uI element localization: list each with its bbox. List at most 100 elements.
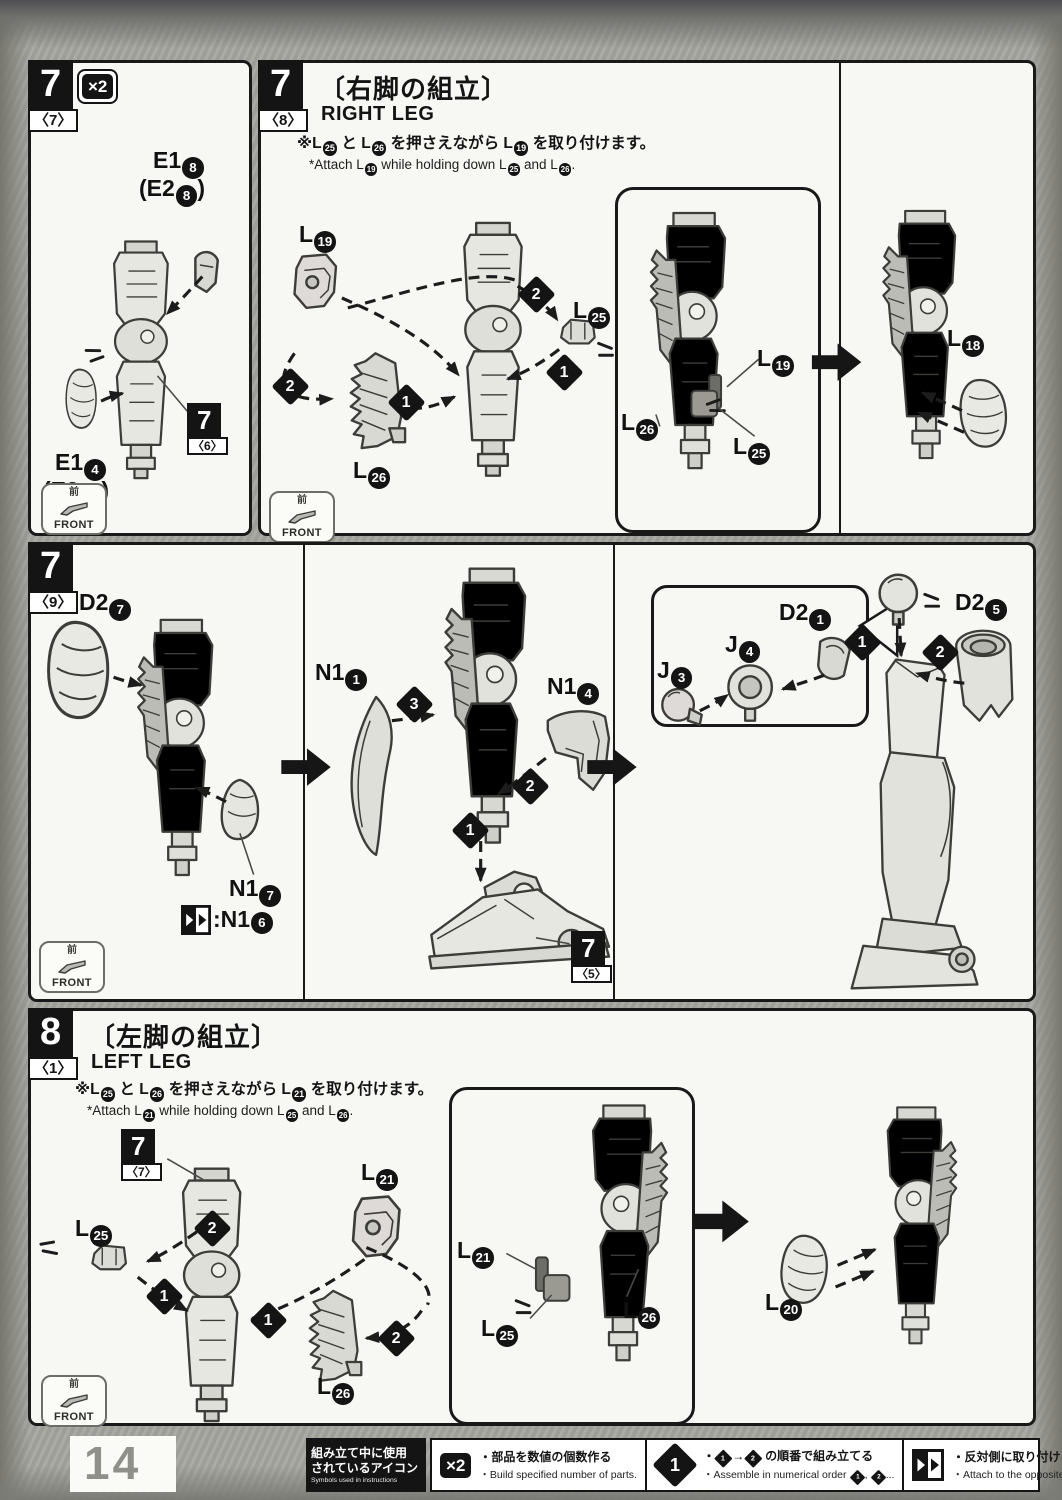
leg-part-illustration xyxy=(113,240,169,480)
part-number-circle: 21 xyxy=(472,1247,494,1269)
next-step-arrow xyxy=(587,748,637,786)
part-number-circle: 26 xyxy=(558,163,572,176)
ref-badge-7-7: 7 〈7〉 xyxy=(121,1129,162,1181)
part-number-circle: 26 xyxy=(336,1109,350,1122)
step-order-marker: 2 xyxy=(744,1449,762,1468)
part-number-circle: 8 xyxy=(182,157,204,179)
step-order-marker: 1 xyxy=(145,1277,184,1316)
section-title-jp: 〔右脚の組立〕 xyxy=(319,74,509,104)
part-number-circle: 26 xyxy=(149,1087,165,1102)
part-number-circle: 5 xyxy=(985,599,1008,621)
leg-part-illustration xyxy=(137,618,214,877)
step-order-marker: 1 xyxy=(249,1301,288,1340)
front-arrow-icon xyxy=(60,502,88,516)
result-leg-illustration xyxy=(850,658,979,990)
step-order-marker: 2 xyxy=(193,1209,232,1248)
ball-joint-illustration xyxy=(878,573,919,626)
part-number-circle: 8 xyxy=(175,185,198,207)
part-number-circle: 25 xyxy=(748,443,770,465)
mirror-icon xyxy=(912,1449,945,1481)
part-number-circle: 25 xyxy=(90,1225,112,1247)
part-number-circle: 25 xyxy=(507,163,521,176)
part-n14-illustration xyxy=(546,710,611,791)
cap-part-illustration xyxy=(194,250,219,294)
x2-icon: ×2 xyxy=(440,1452,472,1478)
part-number-circle: 4 xyxy=(738,641,761,663)
part-number-circle: 3 xyxy=(670,667,693,689)
part-number-circle: 7 xyxy=(259,885,282,907)
part-number-circle: 26 xyxy=(638,1307,660,1329)
step-order-marker: 2 xyxy=(511,767,550,806)
step-badge-7-8: 7 〈8〉 xyxy=(258,60,309,132)
part-number-circle: 6 xyxy=(251,912,273,934)
part-l26-illustration xyxy=(308,1289,363,1382)
step-badge-7-9: 7 〈9〉 xyxy=(28,542,79,614)
step-order-marker: 2 xyxy=(271,367,310,406)
part-number-circle: 19 xyxy=(314,231,336,253)
legend-item-order: 1 ・1→2 の順番で組み立てる ・Assemble in numerical … xyxy=(647,1440,905,1490)
part-number-circle: 25 xyxy=(496,1325,518,1347)
step-order-marker: 2 xyxy=(377,1319,416,1358)
part-number-circle: 21 xyxy=(142,1109,156,1122)
shield-part-illustration xyxy=(65,368,98,429)
part-number-circle: 25 xyxy=(100,1087,116,1102)
part-number-circle: 25 xyxy=(588,307,610,329)
leg-part-illustration xyxy=(444,567,527,844)
part-number-circle: 4 xyxy=(577,683,600,705)
part-number-circle: 21 xyxy=(291,1087,307,1102)
section-divider xyxy=(613,545,615,999)
section-divider xyxy=(839,63,841,533)
part-l25-illustration xyxy=(91,1244,127,1271)
part-l19-illustration xyxy=(293,253,338,310)
step-order-marker: 1 xyxy=(714,1449,733,1468)
mirror-icon xyxy=(181,905,211,935)
part-number-circle: 25 xyxy=(322,141,338,156)
legend-item-mirror: ・反対側に取り付けるパーツ ・Attach to the opposite si… xyxy=(904,1440,1062,1490)
part-number-circle: 1 xyxy=(809,609,832,631)
panel-step-7-7: 7 〈7〉 ×2 E18 (E28) E14 (E24) 7 〈6〉 前 FRO… xyxy=(28,60,252,536)
leg-part-illustration xyxy=(463,221,523,477)
step-order-marker: 1 xyxy=(451,811,490,850)
front-direction-icon: 前 FRONT xyxy=(269,491,335,543)
part-n11-illustration xyxy=(350,695,393,857)
front-direction-icon: 前 FRONT xyxy=(39,941,105,993)
step-order-marker: 1 xyxy=(849,1470,865,1486)
part-l21-illustration xyxy=(351,1195,401,1258)
front-direction-icon: 前 FRONT xyxy=(41,483,107,535)
section-title-en: LEFT LEG xyxy=(91,1051,192,1073)
part-number-circle: 19 xyxy=(513,141,529,156)
legend-title-box: 組み立て中に使用 されているアイコン Symbols used in instr… xyxy=(306,1438,426,1492)
legend-bar: ×2 ・部品を数値の個数作る ・Build specified number o… xyxy=(430,1438,1062,1492)
step-number: 7 xyxy=(28,60,74,111)
leg-part-illustration xyxy=(181,1167,242,1423)
step-order-marker: 1 xyxy=(387,383,426,422)
part-number-circle: 20 xyxy=(780,1299,802,1321)
part-l18-illustration xyxy=(956,376,1011,451)
step-order-marker: 2 xyxy=(870,1470,886,1486)
next-step-arrow xyxy=(281,748,331,786)
part-number-circle: 19 xyxy=(364,163,378,176)
